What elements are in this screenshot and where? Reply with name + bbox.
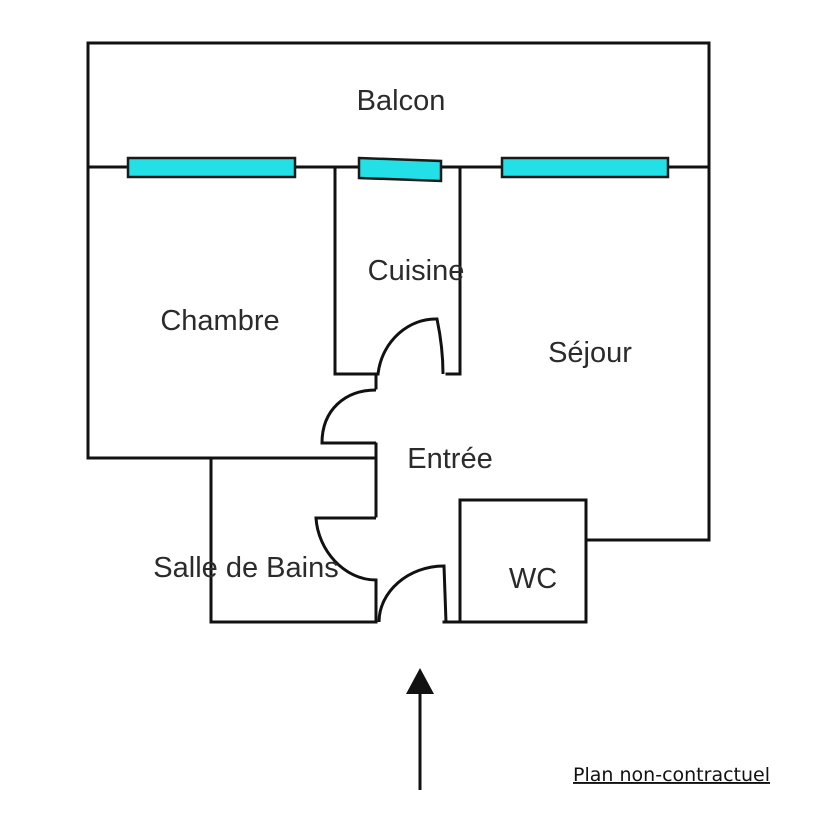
- window-cuisine: [357, 156, 443, 183]
- label-balcon: Balcon: [357, 85, 446, 117]
- door-entrance: [377, 564, 448, 623]
- sejour-right-wall: [584, 165, 711, 542]
- sdb-wall: [209, 456, 378, 624]
- door-sdb: [314, 516, 377, 582]
- door-cuisine: [376, 317, 445, 375]
- chambre-wall: [86, 165, 378, 460]
- windows: [126, 156, 670, 183]
- cuisine-right-wall: [445, 165, 462, 376]
- window-sejour: [500, 156, 670, 179]
- door-chambre: [320, 388, 377, 445]
- disclaimer-note: Plan non-contractuel: [573, 764, 770, 786]
- label-wc: WC: [509, 563, 557, 595]
- label-salle-de-bains: Salle de Bains: [153, 552, 338, 584]
- cuisine-left-wall: [333, 165, 380, 376]
- arrow-up-icon: [406, 668, 434, 790]
- label-cuisine: Cuisine: [368, 255, 465, 287]
- balcony-wall: [86, 41, 711, 169]
- label-chambre: Chambre: [160, 305, 279, 337]
- room-labels: Balcon Cuisine Chambre Séjour Entrée Sal…: [153, 85, 632, 595]
- doors: [314, 317, 448, 623]
- wc-wall: [442, 498, 588, 624]
- label-sejour: Séjour: [548, 337, 632, 369]
- window-chambre: [126, 156, 297, 179]
- label-entree: Entrée: [407, 443, 492, 475]
